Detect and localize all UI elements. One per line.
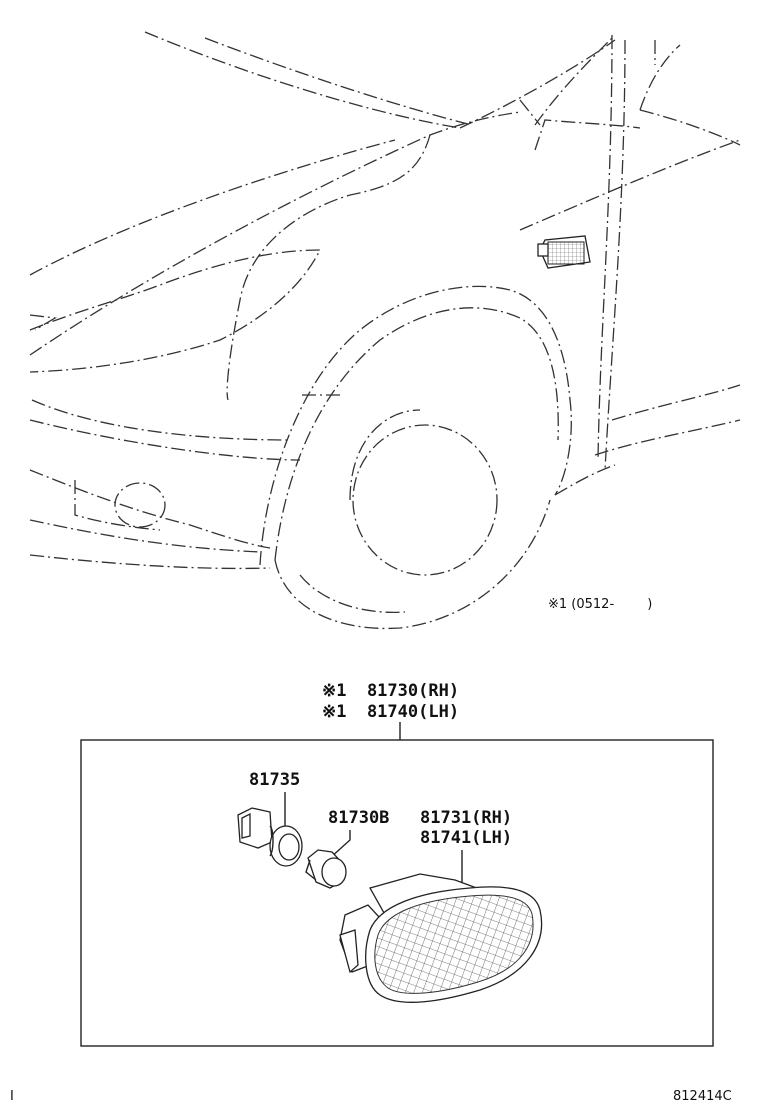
bulb-socket bbox=[237, 807, 303, 867]
assembly-label-rh: ※1 81730(RH) bbox=[322, 681, 459, 701]
part-label-lens-lh: 81741(LH) bbox=[420, 828, 512, 848]
assembly-box bbox=[80, 739, 714, 1047]
part-label-lens-rh: 81731(RH) bbox=[420, 808, 512, 828]
side-marker-on-car bbox=[537, 235, 591, 269]
part-label-bulb: 81730B bbox=[328, 808, 389, 828]
car-outline bbox=[29, 31, 741, 630]
assembly-label-lh: ※1 81740(LH) bbox=[322, 702, 459, 722]
footer-left-mark: I bbox=[10, 1089, 14, 1104]
marker-lens bbox=[339, 873, 543, 1003]
wedge-bulb bbox=[305, 849, 347, 889]
scope-note: ※1 (0512- ) bbox=[548, 597, 652, 612]
figure-id: 812414C bbox=[673, 1089, 732, 1104]
part-label-socket: 81735 bbox=[249, 770, 300, 790]
